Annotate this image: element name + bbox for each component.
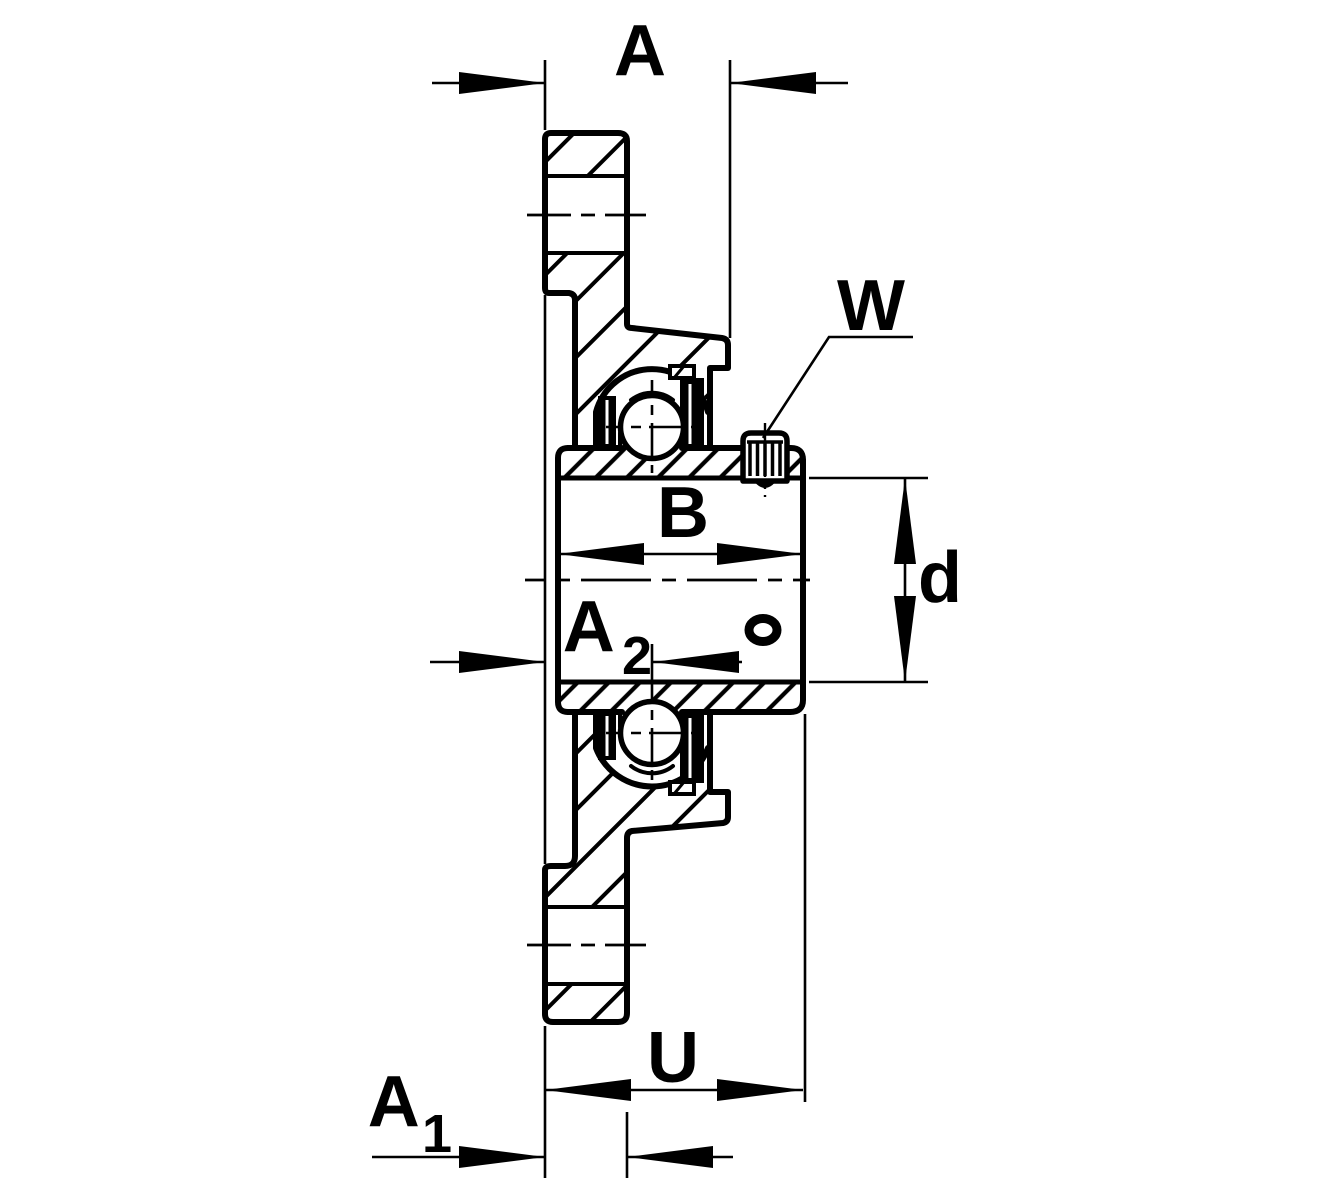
label-U: U: [647, 1018, 699, 1098]
arrow-B-left: [558, 543, 644, 565]
label-A1: A 1: [368, 1062, 452, 1164]
dim-d-extensions: [809, 476, 928, 684]
sleeve-bottom-wall-hatch: [558, 682, 803, 712]
flinger-hatch-lines: [672, 365, 686, 795]
housing-outline: [542, 130, 731, 1025]
arrow-U-left: [545, 1079, 631, 1101]
arrow-B-right: [717, 543, 803, 565]
housing-upper-hatch: [545, 253, 728, 448]
arrow-d-bottom: [894, 596, 916, 682]
hatched-sections: [545, 133, 803, 1022]
label-W-leader: [761, 335, 913, 439]
setscrew: [740, 423, 790, 497]
arrow-d-top: [894, 478, 916, 564]
label-B: B: [657, 473, 709, 553]
dimension-graphics: [372, 60, 928, 1178]
arrow-A1-left: [459, 1146, 545, 1168]
label-A2-subscript: 2: [622, 626, 652, 686]
label-W: W: [837, 266, 905, 346]
arrow-A-right: [730, 72, 816, 94]
arrow-U-right: [717, 1079, 803, 1101]
dim-A-extensions: [543, 60, 732, 338]
housing-lower-hatch: [545, 712, 728, 906]
arrow-A2-left: [459, 651, 545, 673]
label-A1-base: A: [368, 1062, 420, 1142]
sleeve-right-face: [787, 457, 806, 715]
label-d: d: [918, 538, 962, 618]
arrow-A2-right: [653, 651, 739, 673]
flange-top-hatch: [545, 133, 627, 176]
dimension-arrowheads: [459, 72, 916, 1168]
arrow-A1-right: [627, 1146, 713, 1168]
flange-bottom-hatch: [545, 984, 627, 1022]
label-A1-subscript: 1: [422, 1104, 452, 1164]
housing-lower-outline: [542, 709, 731, 1025]
sleeve-hole: [744, 614, 782, 646]
dimension-labels: A W B A 2 d U A 1: [368, 11, 962, 1164]
bearing-balls: [606, 380, 698, 790]
label-A2-base: A: [563, 587, 615, 667]
seal-slits: [605, 384, 692, 778]
label-A: A: [614, 11, 666, 91]
centerlines: [525, 213, 810, 947]
arrow-A-left: [459, 72, 545, 94]
seals: [598, 364, 704, 796]
label-A2: A 2: [563, 587, 652, 686]
dim-U-extensions: [543, 714, 807, 1178]
housing-upper-outline: [542, 130, 731, 451]
bolt-hole-lines: [543, 174, 629, 986]
